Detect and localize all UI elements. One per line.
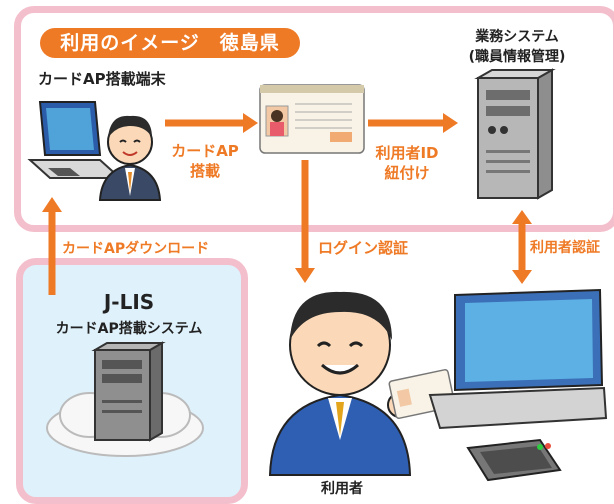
system-label: 業務システム bbox=[475, 29, 559, 45]
terminal-label: カードAP搭載端末 bbox=[38, 70, 166, 88]
user-laptop-icon bbox=[428, 288, 608, 430]
staff-person-icon bbox=[98, 115, 162, 201]
jlis-server-icon bbox=[91, 341, 166, 442]
diagram-title: 利用のイメージ 徳島県 bbox=[40, 28, 300, 58]
system-sublabel: (職員情報管理) bbox=[468, 49, 566, 65]
user-label: 利用者 bbox=[321, 481, 363, 497]
jlis-label: J-LIS bbox=[103, 290, 155, 314]
jlis-sublabel: カードAP搭載システム bbox=[55, 321, 203, 337]
arrow-card-to-system bbox=[368, 113, 458, 133]
arrow-card-to-user bbox=[295, 160, 315, 283]
edge-label-user-id-sub: 紐付け bbox=[384, 164, 430, 182]
server-icon bbox=[474, 68, 556, 200]
arrow-terminal-to-card bbox=[165, 113, 258, 133]
edge-label-user-id: 利用者ID bbox=[375, 144, 439, 162]
edge-label-download: カードAPダウンロード bbox=[62, 241, 210, 257]
arrow-jlis-to-terminal bbox=[42, 197, 62, 295]
edge-label-card-ap-sub: 搭載 bbox=[189, 162, 220, 180]
edge-label-card-ap: カードAP bbox=[171, 142, 239, 160]
edge-label-login-auth: ログイン認証 bbox=[318, 239, 409, 257]
edge-label-user-auth: 利用者認証 bbox=[530, 240, 600, 256]
id-card-icon bbox=[259, 84, 365, 154]
terminal-laptop-icon bbox=[27, 101, 123, 179]
card-reader-icon bbox=[466, 438, 562, 482]
arrow-system-user-bidirectional bbox=[512, 210, 532, 284]
